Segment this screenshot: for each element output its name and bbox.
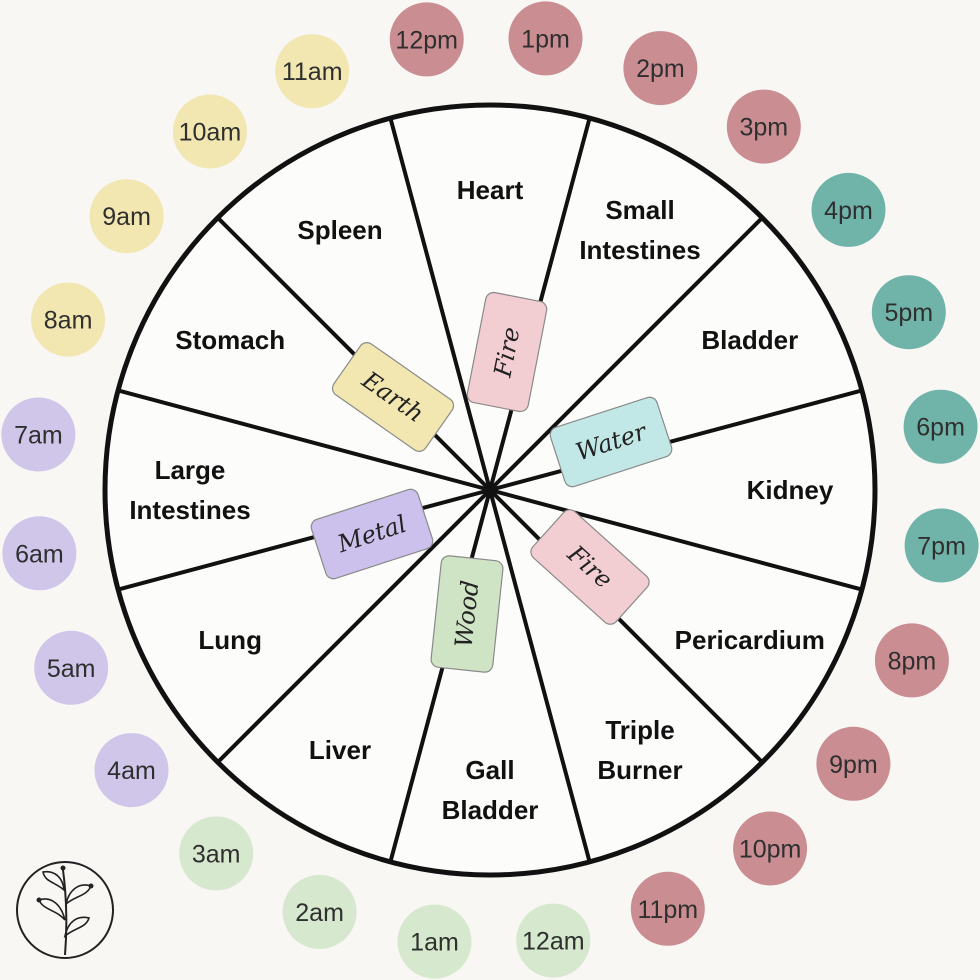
hour-circle-12pm: 12pm [389,2,464,77]
spoke-line [117,388,491,492]
spoke-line [388,117,492,491]
organ-label: Large [155,455,226,485]
hour-circle-8am: 8am [31,282,106,357]
hour-label: 5am [47,655,96,683]
hour-circle-7am: 7am [1,397,76,472]
spoke-line [488,488,764,764]
hour-circle-5am: 5am [34,630,109,705]
organ-label: Gall [465,755,514,785]
hour-circle-11pm: 11pm [630,871,705,946]
spoke-line [216,488,492,764]
element-card-earth: Earth [331,342,455,452]
element-card-wood: Wood [430,555,504,673]
hour-label: 8pm [888,647,937,675]
organ-label: Kidney [747,475,834,505]
organ-label: Liver [309,735,371,765]
hour-circle-1am: 1am [397,904,472,979]
hour-label: 6am [15,540,64,568]
hour-label: 7pm [917,533,966,561]
hour-label: 1pm [521,25,570,53]
hour-circle-4pm: 4pm [811,172,886,247]
hour-label: 7am [14,422,63,450]
element-card-fire: Fire [530,509,650,625]
hour-label: 1am [410,929,459,957]
organ-labels: HeartSmallIntestinesBladderKidneyPericar… [129,175,834,825]
hour-circle-4am: 4am [94,733,169,808]
hour-circle-5pm: 5pm [871,275,946,350]
organ-label: Intestines [129,495,250,525]
hour-label: 3pm [739,114,788,142]
organ-label: Lung [198,625,262,655]
element-card-fire: Fire [466,291,548,413]
hour-label: 3am [192,840,241,868]
organ-label: Stomach [175,325,285,355]
spoke-line [388,489,492,863]
organ-label: Spleen [297,215,382,245]
hour-circle-2pm: 2pm [623,31,698,106]
organ-label: Small [605,195,674,225]
hour-label: 12pm [395,26,458,54]
hour-circle-3am: 3am [179,816,254,891]
hour-label: 4pm [824,197,873,225]
hour-label: 10pm [739,836,802,864]
hour-circle-9pm: 9pm [816,726,891,801]
hour-label: 6pm [916,414,965,442]
organ-label: Heart [457,175,524,205]
element-card-metal: Metal [310,488,434,580]
spoke-line [489,388,863,492]
wheel-spokes [117,117,863,863]
element-card-water: Water [549,396,673,488]
hour-circle-6pm: 6pm [903,389,978,464]
spoke-line [488,216,764,492]
leaf-sprig-icon [16,861,114,959]
hour-circle-10am: 10am [172,94,247,169]
hour-label: 9pm [829,751,878,779]
hour-label: 2am [295,899,344,927]
hour-label: 11pm [637,896,698,924]
organ-label: Bladder [442,795,539,825]
hour-circle-3pm: 3pm [726,89,801,164]
spoke-line [488,489,592,863]
hour-circle-8pm: 8pm [874,623,949,698]
hour-label: 8am [44,307,93,335]
organ-label: Triple [605,715,674,745]
organ-label: Intestines [579,235,700,265]
hour-circle-9am: 9am [89,179,164,254]
spoke-line [216,216,492,492]
hour-label: 9am [102,203,151,231]
spoke-line [489,488,863,592]
hour-label: 5pm [884,299,933,327]
hour-circle-12am: 12am [516,903,591,978]
hour-circle-1pm: 1pm [508,1,583,76]
hour-label: 4am [107,757,156,785]
hour-label: 12am [522,928,585,956]
hour-circle-6am: 6am [2,516,77,591]
hour-circle-11am: 11am [275,34,350,109]
organ-wheel: HeartSmallIntestinesBladderKidneyPericar… [102,102,878,878]
organ-label: Pericardium [675,625,825,655]
organ-label: Burner [597,755,682,785]
hour-label: 11am [282,58,343,86]
hour-label: 2pm [636,55,685,83]
spoke-line [117,488,491,592]
organ-label: Bladder [701,325,798,355]
hour-circle-7pm: 7pm [904,508,979,583]
hour-label: 10am [179,119,242,147]
element-label: Wood [450,579,485,649]
hour-circle-2am: 2am [282,874,357,949]
hour-circle-10pm: 10pm [733,811,808,886]
